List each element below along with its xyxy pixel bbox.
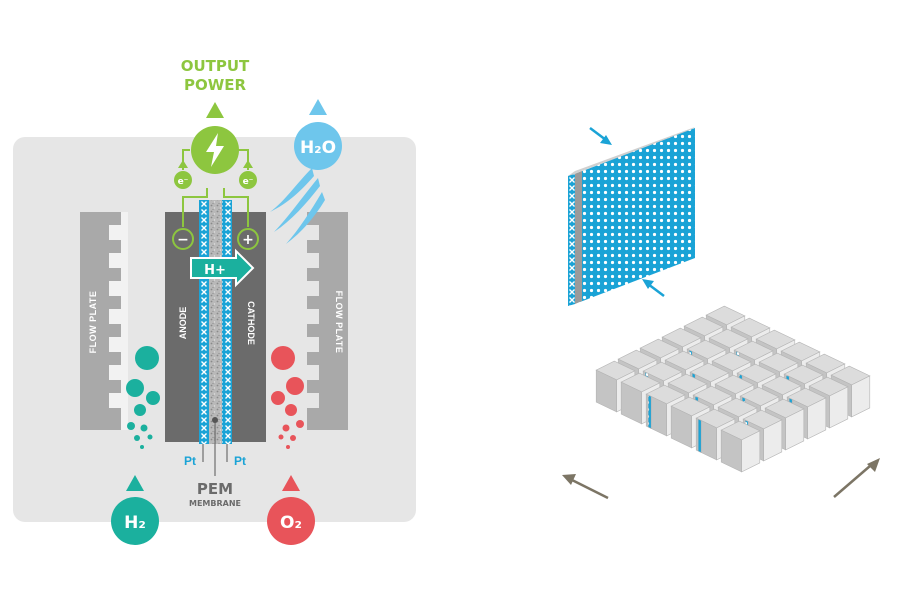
- membrane-label: MEMBRANE: [189, 499, 241, 508]
- electron-label-left: e⁻: [178, 177, 189, 187]
- electron-badge-left: [174, 171, 192, 189]
- oxygen-label: O₂: [280, 513, 302, 533]
- flow-plate-left-label: FLOW PLATE: [88, 291, 98, 354]
- cathode-label: CATHODE: [246, 301, 256, 345]
- pem-membrane: [199, 200, 232, 444]
- pem-label: PEM: [197, 480, 233, 498]
- anode-electrode: [165, 212, 199, 442]
- flow-plate-left: [80, 212, 128, 430]
- water-stream-icon: [270, 168, 325, 244]
- flow-plate-right-label: FLOW PLATE: [334, 291, 344, 354]
- pem-pointer-dot: [212, 417, 218, 423]
- proton-label: H+: [204, 263, 226, 278]
- oxygen-up-arrow-icon: [282, 475, 300, 491]
- oxygen-badge: [267, 497, 315, 545]
- positive-terminal: [237, 228, 259, 250]
- electron-arrow-right-icon: [243, 160, 253, 168]
- proton-arrow: [190, 248, 255, 288]
- hydrogen-badge: [111, 497, 159, 545]
- expansion-arrow-icon: [562, 458, 880, 500]
- output-power-line2: POWER: [184, 76, 247, 94]
- hydrogen-label: H₂: [124, 513, 146, 533]
- compression-arrow-icon: [589, 127, 665, 297]
- lightning-icon: [206, 133, 224, 167]
- membrane-slab: [568, 127, 695, 306]
- power-up-arrow-icon: [206, 102, 224, 118]
- water-up-arrow-icon: [309, 99, 327, 115]
- electron-badge-right: [239, 171, 257, 189]
- cathode-electrode: [232, 212, 266, 442]
- pt-label-cathode: Pt: [234, 454, 246, 468]
- negative-terminal-label: −: [177, 232, 189, 248]
- hydrogen-bubbles: [126, 346, 160, 449]
- anode-label: ANODE: [178, 307, 188, 340]
- electron-arrow-left-icon: [178, 160, 188, 168]
- electron-label-right: e⁻: [243, 177, 254, 187]
- water-label: H₂O: [300, 138, 336, 158]
- fuel-cell-stack: [595, 305, 871, 473]
- flow-plate-right: [307, 212, 348, 430]
- pt-label-anode: Pt: [184, 454, 196, 468]
- hydrogen-up-arrow-icon: [126, 475, 144, 491]
- positive-terminal-label: +: [242, 232, 254, 248]
- pt-leaders: [202, 420, 228, 476]
- negative-terminal: [172, 228, 194, 250]
- water-badge: [294, 122, 342, 170]
- oxygen-bubbles: [271, 346, 304, 449]
- output-power-line1: OUTPUT: [181, 57, 250, 75]
